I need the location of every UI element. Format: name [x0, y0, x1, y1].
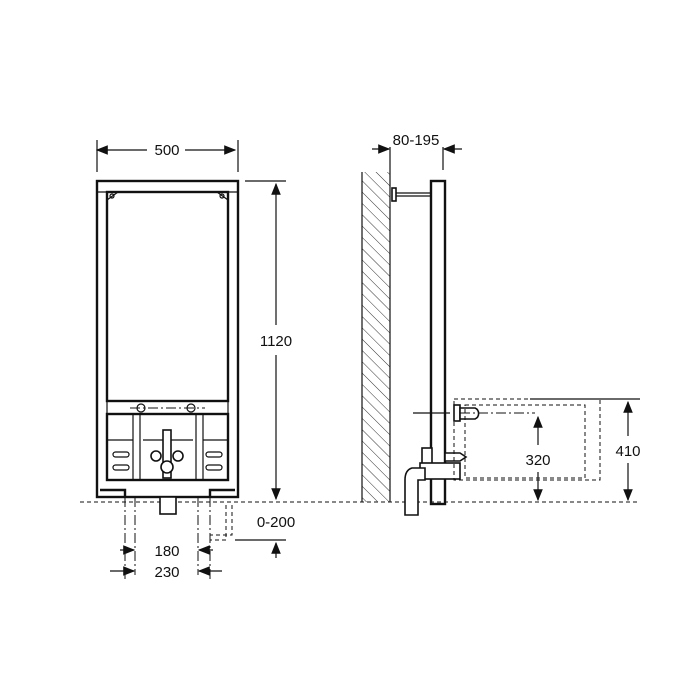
width-dimension: 500	[154, 142, 179, 159]
center-height-dimension: 320	[525, 452, 550, 469]
depth-dimension: 80-195	[393, 132, 440, 149]
height-dimension: 1120	[260, 333, 292, 350]
front-view: 500 1120 0-200 180 230	[95, 140, 295, 581]
bowl-height-dimension: 410	[615, 443, 640, 460]
wall	[362, 172, 390, 502]
outer-spacing-dimension: 230	[154, 564, 179, 581]
inner-spacing-dimension: 180	[154, 543, 179, 560]
frame-side	[429, 179, 447, 506]
floor-offset-dimension: 0-200	[257, 514, 295, 531]
side-view: 80-195 320 410	[361, 132, 641, 516]
frame-panel	[105, 190, 230, 403]
